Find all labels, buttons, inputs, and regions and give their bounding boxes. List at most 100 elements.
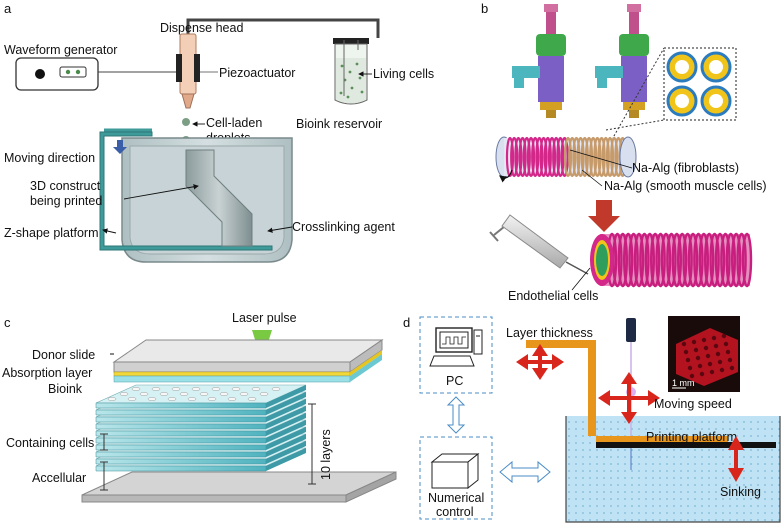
- coil-turn: [572, 136, 581, 178]
- coil-turn: [725, 232, 736, 288]
- printed-construct-photo: 1 mm: [668, 316, 740, 392]
- bioink-layer: [95, 384, 307, 409]
- coil-turn: [682, 232, 693, 288]
- panel-a-letter: a: [4, 1, 12, 16]
- coil-turn: [714, 232, 726, 288]
- coaxial-nozzle: [595, 4, 649, 118]
- reservoir-cap: [333, 38, 369, 44]
- moving-direction-label: Moving direction: [4, 151, 95, 165]
- piezo-right: [194, 54, 200, 82]
- coil-turn: [617, 232, 628, 288]
- coil-turn: [556, 136, 565, 178]
- ten-layers-label: 10 layers: [319, 429, 333, 480]
- coil-turn: [580, 136, 589, 178]
- coil-turn: [539, 136, 548, 178]
- process-arrow-icon: [588, 200, 620, 232]
- ring-cross-sections: [666, 51, 732, 117]
- sinking-label: Sinking: [720, 485, 761, 499]
- numerical-control-label-2: control: [436, 505, 474, 519]
- coil-turn: [522, 136, 531, 178]
- coil-turn: [568, 136, 577, 178]
- absorption-layer-label: Absorption layer: [2, 366, 92, 380]
- coil-rod: [495, 136, 637, 178]
- controller-icon: [430, 452, 480, 490]
- control-link-arrow-icon: [499, 460, 551, 484]
- coil-turn: [660, 232, 672, 288]
- coil-turn: [518, 136, 527, 178]
- coil-turn: [655, 232, 666, 288]
- dispense-tube: [186, 18, 380, 38]
- coil-turn: [731, 232, 742, 288]
- numerical-control-box: [419, 436, 493, 520]
- coil-turn: [671, 232, 682, 288]
- layer-thickness-arrow-icon: [516, 344, 564, 380]
- sinking-arrow-icon: [728, 436, 744, 482]
- endothelial-label: Endothelial cells: [508, 289, 598, 303]
- coil-turn: [576, 136, 585, 178]
- coil-turn: [666, 232, 677, 288]
- panel-d: d PC Numerical control: [403, 315, 781, 523]
- donor-slide-stack: [112, 339, 384, 383]
- waveform-generator-label: Waveform generator: [4, 43, 117, 57]
- coil-turn: [704, 232, 715, 288]
- generator-display: [59, 66, 87, 78]
- coil-turn: [597, 136, 606, 178]
- orange-arm: [526, 340, 596, 436]
- coaxial-nozzle: [512, 4, 566, 118]
- cell-laden-label-1: Cell-laden: [206, 116, 262, 130]
- coil-turn: [552, 136, 561, 178]
- coil-turn: [535, 136, 544, 178]
- coil-turn: [698, 232, 709, 288]
- coil-turn: [505, 136, 515, 178]
- panel-a: a Dispense head Waveform generator Piezo…: [4, 1, 434, 263]
- coil-turn: [687, 232, 699, 288]
- laser-pulse-label: Laser pulse: [232, 311, 297, 325]
- coil-turn: [639, 232, 650, 288]
- coil-turn: [589, 136, 598, 178]
- coil-turn: [628, 232, 639, 288]
- piezo-left: [176, 54, 182, 82]
- 3d-construct: [185, 149, 253, 247]
- coil-turn: [543, 136, 552, 178]
- z-shape-platform: [99, 131, 273, 251]
- moving-direction-arrow-icon: [113, 140, 127, 154]
- numerical-control-label-1: Numerical: [428, 491, 484, 505]
- layer-thickness-label: Layer thickness: [506, 326, 593, 340]
- pc-box: [419, 316, 493, 394]
- panel-c-letter: c: [4, 315, 11, 330]
- crosslinking-agent-label: Crosslinking agent: [292, 220, 395, 234]
- coil-turn: [709, 232, 720, 288]
- coil-turn: [563, 136, 573, 178]
- construct-label-1: 3D construct: [30, 179, 101, 193]
- bioink-reservoir-label: Bioink reservoir: [296, 117, 382, 131]
- panel-c: c Laser pulse Donor slide Absorption lay…: [2, 311, 397, 503]
- coil-turn: [720, 232, 731, 288]
- coil-turn: [510, 136, 519, 178]
- coil-turn: [514, 136, 523, 178]
- containing-cells-label: Containing cells: [6, 436, 94, 450]
- pc-icon: [429, 327, 483, 367]
- fibroblasts-label: Na-Alg (fibroblasts): [632, 161, 739, 175]
- cross-section-inset: [663, 47, 737, 121]
- coil-turn: [623, 232, 634, 288]
- coil-turn: [547, 136, 557, 178]
- living-cells-label: Living cells: [373, 67, 434, 81]
- syringe: [489, 214, 589, 275]
- coil-turn: [644, 232, 655, 288]
- scale-bar-label: 1 mm: [672, 378, 695, 388]
- droplet: [182, 118, 190, 126]
- construct-label-2: being printed: [30, 194, 102, 208]
- vessel-tube: [590, 232, 753, 288]
- rotation-arrow-icon: [499, 169, 513, 183]
- moving-speed-label: Moving speed: [654, 397, 732, 411]
- panel-b: b: [481, 1, 767, 303]
- coil-turn: [526, 136, 536, 178]
- dispense-head-label: Dispense head: [160, 21, 243, 35]
- coil-turn: [531, 136, 540, 178]
- layer-stack: [81, 384, 397, 503]
- laser-head: [626, 318, 636, 342]
- dispense-head: [179, 33, 197, 95]
- generator-knob-icon: [35, 69, 45, 79]
- printing-platform-label: Printing platform: [646, 430, 737, 444]
- coil-turn: [633, 232, 645, 288]
